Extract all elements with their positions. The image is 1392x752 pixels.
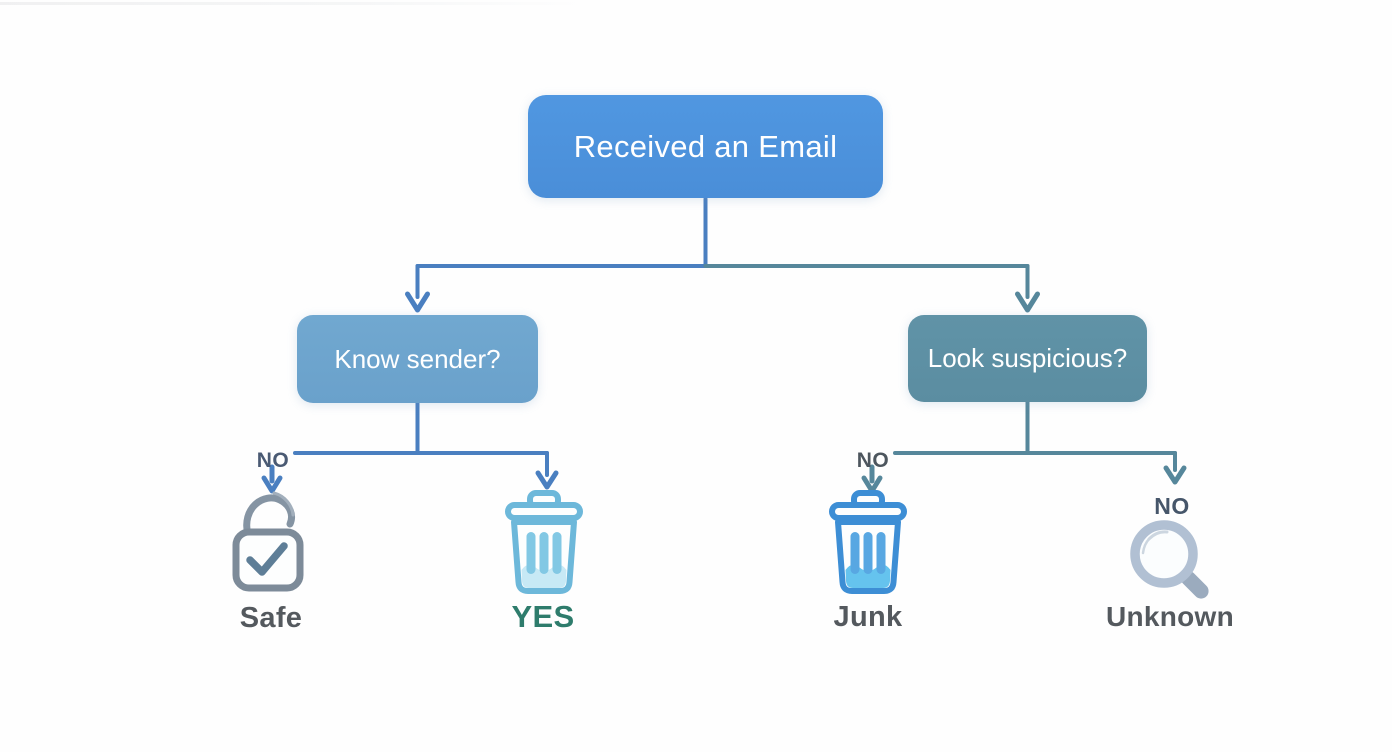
node-look-suspicious-label: Look suspicious?	[927, 343, 1128, 373]
trash-icon	[505, 490, 583, 594]
arrowhead-yes	[535, 470, 559, 490]
node-look-suspicious: Look suspicious?	[908, 315, 1147, 402]
branch-label-no-junk: NO	[856, 449, 890, 472]
outcome-label-junk: Junk	[833, 601, 903, 633]
outcome-label-yes: YES	[511, 599, 575, 634]
edge-left-branch	[261, 197, 708, 494]
node-know-sender-label: Know sender?	[334, 343, 501, 374]
node-received-email-label: Received an Email	[573, 128, 838, 164]
outcome-label-safe: Safe	[239, 602, 303, 634]
branch-label-no-unknown: NO	[1154, 493, 1190, 519]
branch-label-no-safe: NO	[256, 449, 290, 472]
magnifier-icon	[1130, 520, 1209, 599]
node-know-sender: Know sender?	[297, 315, 538, 403]
lock-check-icon	[232, 491, 304, 592]
outcome-label-unknown: Unknown	[1105, 601, 1235, 632]
top-edge-artifact	[0, 2, 590, 5]
arrowhead-unknown	[1163, 465, 1187, 485]
trash-icon	[829, 490, 907, 594]
edge-right-branch	[703, 264, 1187, 494]
arrowhead-look-suspicious	[1015, 291, 1040, 313]
arrowhead-safe	[261, 475, 283, 494]
arrowhead-know-sender	[405, 291, 430, 313]
node-received-email: Received an Email	[528, 95, 883, 198]
